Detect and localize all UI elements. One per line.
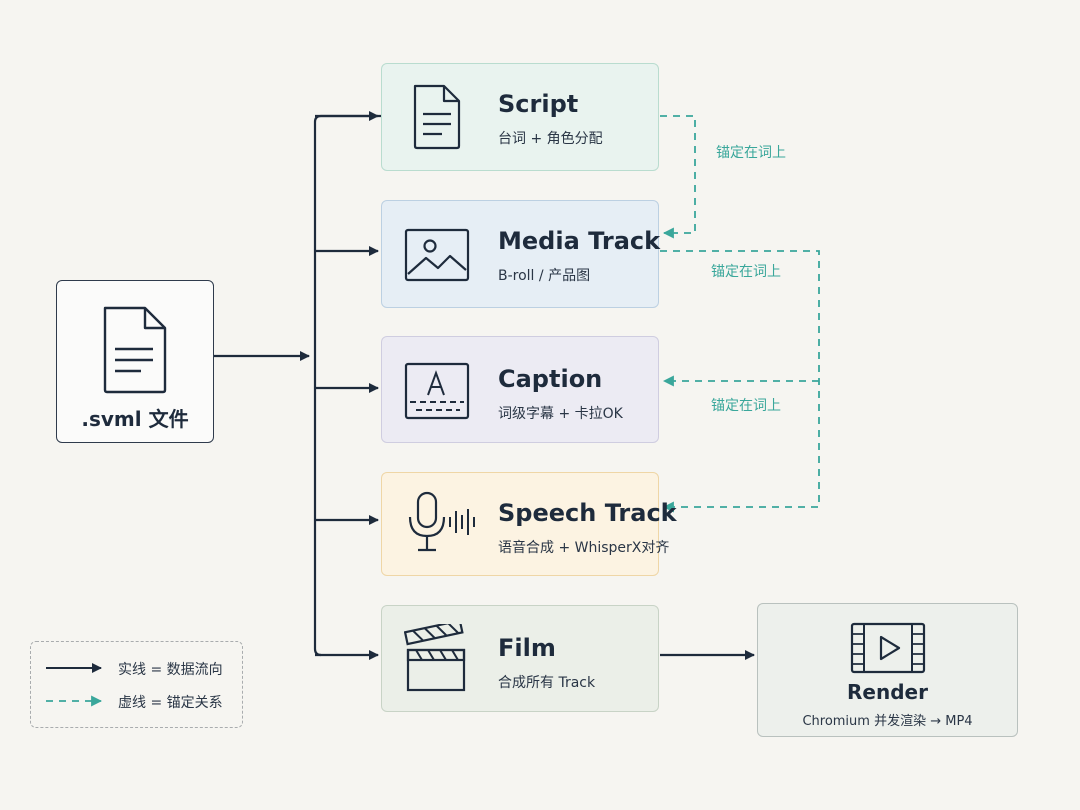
legend-dashed-label: 虚线 = 锚定关系 bbox=[118, 695, 223, 711]
track-title: Film bbox=[498, 634, 556, 662]
track-title: Script bbox=[498, 90, 579, 118]
trunk-line bbox=[313, 114, 381, 657]
render-subtitle: Chromium 并发渲染 → MP4 bbox=[802, 714, 973, 729]
caption-icon bbox=[404, 362, 470, 420]
anchor-media-speech bbox=[660, 250, 820, 513]
track-caption: Caption 词级字幕 + 卡拉OK bbox=[381, 336, 659, 443]
track-title: Caption bbox=[498, 365, 603, 393]
track-title: Speech Track bbox=[498, 499, 677, 527]
track-subtitle: 词级字幕 + 卡拉OK bbox=[498, 406, 623, 422]
legend-box bbox=[30, 641, 243, 728]
clapperboard-icon bbox=[404, 624, 466, 692]
track-subtitle: 合成所有 Track bbox=[498, 675, 596, 691]
render-title: Render bbox=[847, 680, 928, 704]
anchor-label-speech-caption: 锚定在词上 bbox=[711, 398, 781, 414]
track-speech: Speech Track 语音合成 + WhisperX对齐 bbox=[381, 472, 677, 576]
video-play-icon bbox=[850, 622, 926, 674]
track-subtitle: 语音合成 + WhisperX对齐 bbox=[498, 540, 670, 556]
anchor-label-media-speech: 锚定在词上 bbox=[711, 264, 781, 280]
track-media: Media Track B-roll / 产品图 bbox=[381, 200, 661, 308]
track-film: Film 合成所有 Track bbox=[381, 605, 659, 712]
image-icon bbox=[404, 228, 470, 282]
source-file-box: .svml 文件 bbox=[56, 280, 214, 443]
document-icon bbox=[103, 306, 167, 394]
track-subtitle: B-roll / 产品图 bbox=[498, 268, 591, 284]
track-script: Script 台词 + 角色分配 bbox=[381, 63, 659, 171]
microphone-icon bbox=[408, 491, 475, 552]
track-subtitle: 台词 + 角色分配 bbox=[498, 131, 603, 147]
legend-solid-label: 实线 = 数据流向 bbox=[118, 662, 223, 678]
track-title: Media Track bbox=[498, 227, 661, 255]
document-icon bbox=[413, 84, 461, 150]
anchor-script-media bbox=[660, 115, 696, 239]
anchor-label-script-media: 锚定在词上 bbox=[716, 145, 786, 161]
source-file-label: .svml 文件 bbox=[81, 407, 189, 431]
render-box: Render Chromium 并发渲染 → MP4 bbox=[757, 603, 1018, 737]
anchor-lines bbox=[660, 115, 820, 513]
